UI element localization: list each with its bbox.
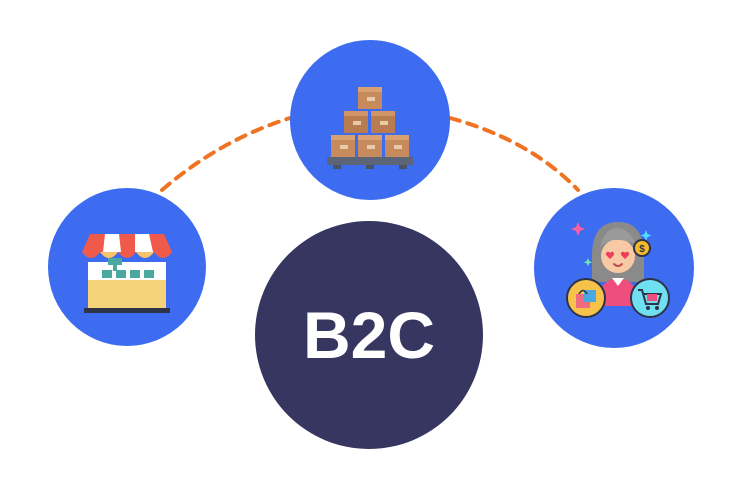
store-node (48, 188, 206, 346)
connector-warehouse-to-customer (448, 116, 580, 192)
svg-text:$: $ (639, 244, 645, 255)
shopper-icon: $ (566, 222, 670, 318)
b2c-center-node: B2C (255, 221, 483, 449)
center-label: B2C (302, 298, 436, 372)
connector-store-to-warehouse (160, 116, 292, 192)
customer-node: $ (534, 188, 694, 348)
warehouse-node (290, 40, 450, 200)
stacked-boxes-icon (327, 87, 413, 169)
storefront-icon (82, 234, 172, 313)
